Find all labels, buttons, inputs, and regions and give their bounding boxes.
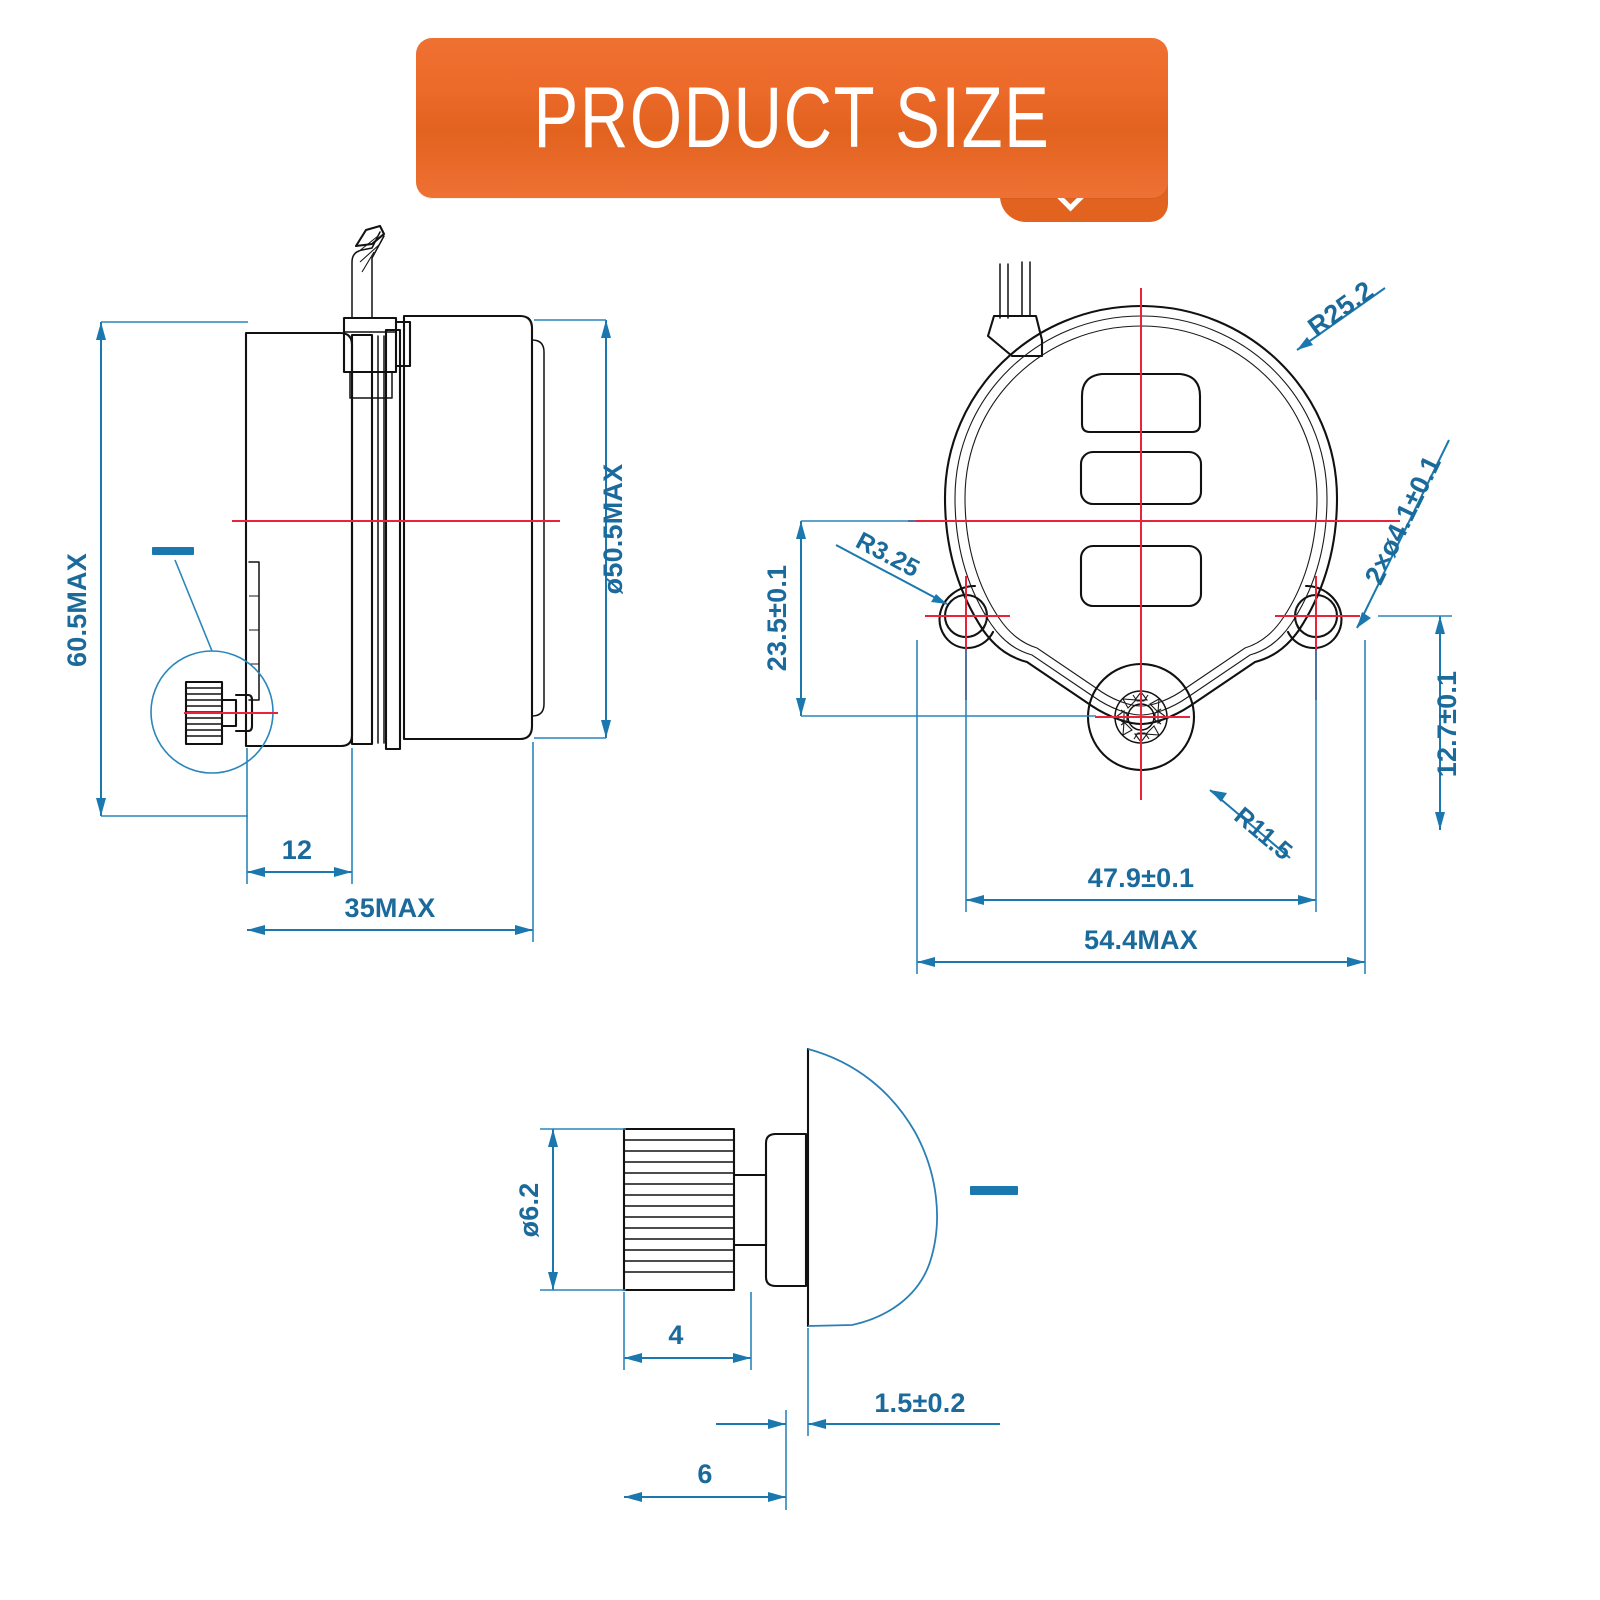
dim-height-overall: 60.5MAX — [62, 321, 248, 817]
shaft-knurl-lines — [624, 1139, 734, 1273]
shaft-knurled-body — [622, 1127, 768, 1292]
dim-label-radius-outer: R25.2 — [1302, 275, 1379, 342]
dim-label-shaft-total: 6 — [697, 1459, 712, 1489]
side-view-flange — [350, 328, 402, 751]
dim-radius-outer: R25.2 — [1296, 275, 1386, 351]
dim-label-shaft-diameter: ø6.2 — [514, 1183, 544, 1238]
dim-shaft-total: 6 — [624, 1410, 787, 1510]
dim-label-depth-overall: 35MAX — [344, 893, 435, 923]
dim-label-radius-ear: R3.25 — [851, 527, 924, 584]
side-view-wire — [351, 224, 386, 319]
dim-knurl-length: 4 — [623, 1292, 752, 1370]
side-view-motor-can — [402, 314, 545, 741]
detail-circle-knob — [150, 547, 278, 774]
blank-detail-bar — [970, 1186, 1018, 1195]
dim-label-center-to-ear: 23.5±0.1 — [762, 565, 792, 672]
dim-diameter-body: ø50.5MAX — [534, 319, 628, 739]
dim-label-ear-to-shaft: 12.7±0.1 — [1432, 671, 1462, 778]
side-view-housing — [244, 331, 354, 748]
dim-hole-pitch: 47.9±0.1 — [965, 650, 1317, 912]
dim-mount-holes: 2×ø4.1±0.1 — [1356, 439, 1450, 629]
side-view: 60.5MAX ø50.5MAX 12 — [62, 224, 628, 942]
dim-overall-width: 54.4MAX — [916, 640, 1366, 974]
dim-shaft-length: 12 — [246, 748, 353, 884]
product-size-banner: PRODUCT SIZE — [416, 38, 1168, 198]
detail-blank-label-side — [152, 547, 194, 555]
front-view-terminals — [986, 261, 1044, 358]
dim-radius-ear: R3.25 — [835, 527, 948, 605]
front-view: R25.2 2×ø4.1±0.1 R3.25 23.5±0 — [762, 261, 1462, 974]
dim-center-to-ear: 23.5±0.1 — [762, 520, 1096, 717]
dim-label-radius-lower: R11.5 — [1229, 802, 1298, 866]
dim-shaft-diameter: ø6.2 — [514, 1128, 626, 1291]
shaft-shoulder — [764, 1132, 808, 1288]
dim-radius-lower: R11.5 — [1209, 789, 1298, 866]
banner-title: PRODUCT SIZE — [533, 70, 1051, 166]
dim-label-hole-pitch: 47.9±0.1 — [1088, 863, 1195, 893]
shaft-detail-view: ø6.2 4 6 — [514, 1047, 1018, 1510]
dim-ear-to-shaft: 12.7±0.1 — [1378, 615, 1462, 830]
dim-label-diameter-body: ø50.5MAX — [598, 464, 628, 595]
dim-depth-overall: 35MAX — [247, 742, 534, 942]
dim-label-tip-clearance: 1.5±0.2 — [874, 1388, 965, 1418]
knurled-knob-detail — [184, 680, 278, 746]
dim-tip-clearance: 1.5±0.2 — [716, 1328, 1000, 1436]
dim-label-shaft-length: 12 — [282, 835, 312, 865]
dim-label-overall-width: 54.4MAX — [1084, 925, 1198, 955]
dim-label-height-overall: 60.5MAX — [62, 553, 92, 667]
dim-label-knurl-length: 4 — [668, 1320, 683, 1350]
shaft-dome-silhouette — [806, 1047, 938, 1328]
